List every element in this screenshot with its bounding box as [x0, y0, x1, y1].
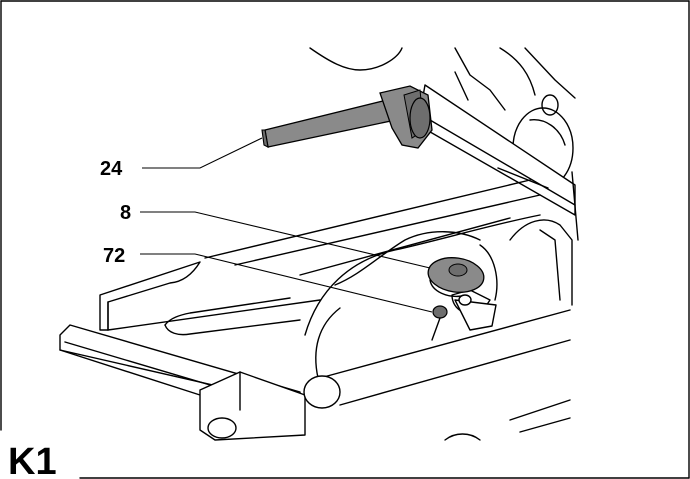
- leader-24: [142, 137, 263, 169]
- leader-lines: [140, 137, 433, 313]
- callout-8: 8: [120, 202, 131, 224]
- leader-8: [140, 211, 431, 269]
- saw-head: [309, 47, 579, 241]
- base-table: [59, 179, 573, 441]
- lock-knob-8: [427, 257, 497, 331]
- callout-24: 24: [100, 158, 123, 180]
- handle-24: [261, 85, 433, 149]
- callout-72: 72: [103, 245, 125, 267]
- leader-72: [140, 253, 433, 313]
- figure-label: K1: [8, 441, 57, 479]
- lever-72: [431, 294, 472, 341]
